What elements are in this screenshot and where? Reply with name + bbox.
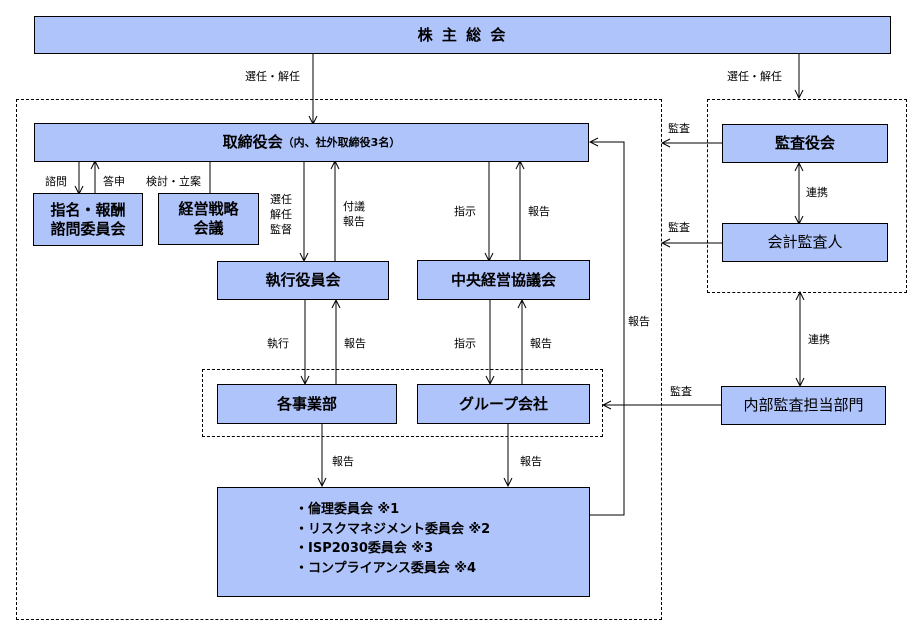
label-consult: 諮問 (45, 175, 67, 188)
nomination-committee-label: 指名・報酬 諮問委員会 (50, 200, 126, 238)
nomination-committee-box[interactable]: 指名・報酬 諮問委員会 (33, 193, 143, 246)
board-note: （内、社外取締役3名） (282, 135, 401, 149)
committee-item: ・リスクマネジメント委員会 ※2 (295, 521, 491, 537)
internal-audit-box[interactable]: 内部監査担当部門 (721, 386, 886, 425)
label-accounting-audit: 監査 (668, 221, 690, 234)
shareholders-meeting-label: 株 主 総 会 (417, 25, 508, 44)
shareholders-meeting-box[interactable]: 株 主 総 会 (34, 16, 891, 54)
label-cooperate-2: 連携 (808, 333, 830, 346)
business-divisions-label: 各事業部 (276, 394, 337, 413)
central-council-label: 中央経営協議会 (450, 270, 556, 289)
label-cooperate-1: 連携 (806, 186, 828, 199)
audit-group-boundary (707, 99, 907, 293)
internal-audit-label: 内部監査担当部門 (743, 396, 864, 415)
label-execute: 執行 (267, 337, 289, 350)
executive-officers-box[interactable]: 執行役員会 (217, 261, 389, 300)
label-internal-audit: 監査 (670, 385, 692, 398)
label-report-back: 答申 (103, 175, 125, 188)
label-review-plan: 検討・立案 (146, 175, 201, 188)
label-elect-dismiss-audit: 選任・解任 (727, 70, 782, 83)
audit-board-label: 監査役会 (774, 134, 835, 153)
strategy-meeting-label: 経営戦略 会議 (178, 200, 239, 237)
edge-committee-to-board (589, 142, 625, 516)
group-companies-label: グループ会社 (458, 394, 549, 413)
label-instruct-central: 指示 (454, 205, 476, 218)
label-refer-report: 付議 報告 (343, 200, 365, 228)
board-label: 取締役会 (222, 133, 283, 152)
committee-item: ・コンプライアンス委員会 ※4 (295, 560, 477, 576)
label-report-div: 報告 (332, 455, 354, 468)
committee-item: ・倫理委員会 ※1 (295, 502, 400, 517)
label-elect-supervise: 選任 解任 監督 (270, 193, 292, 236)
label-audit-board-audit: 監査 (668, 122, 690, 135)
central-council-box[interactable]: 中央経営協議会 (417, 260, 590, 300)
strategy-meeting-box[interactable]: 経営戦略 会議 (158, 193, 259, 245)
label-instruct-group: 指示 (454, 337, 476, 350)
board-of-directors-box[interactable]: 取締役会（内、社外取締役3名） (34, 123, 589, 162)
label-report-central: 報告 (528, 205, 550, 218)
label-elect-dismiss-board: 選任・解任 (245, 70, 300, 83)
label-report-committee-board: 報告 (628, 315, 650, 328)
committee-item: ・ISP2030委員会 ※3 (295, 541, 434, 556)
company-group-boundary (16, 99, 662, 620)
group-companies-box[interactable]: グループ会社 (417, 384, 590, 424)
label-report-grp-comm: 報告 (520, 455, 542, 468)
audit-board-box[interactable]: 監査役会 (722, 124, 888, 163)
business-divisions-box[interactable]: 各事業部 (217, 384, 397, 424)
committees-box[interactable]: ・倫理委員会 ※1 ・リスクマネジメント委員会 ※2 ・ISP2030委員会 ※… (217, 487, 590, 597)
accounting-auditor-label: 会計監査人 (767, 233, 843, 252)
label-report-group: 報告 (530, 337, 552, 350)
label-report-exec: 報告 (344, 337, 366, 350)
committees-list: ・倫理委員会 ※1 ・リスクマネジメント委員会 ※2 ・ISP2030委員会 ※… (295, 496, 490, 578)
accounting-auditor-box[interactable]: 会計監査人 (722, 223, 888, 262)
executive-officers-label: 執行役員会 (265, 271, 341, 290)
